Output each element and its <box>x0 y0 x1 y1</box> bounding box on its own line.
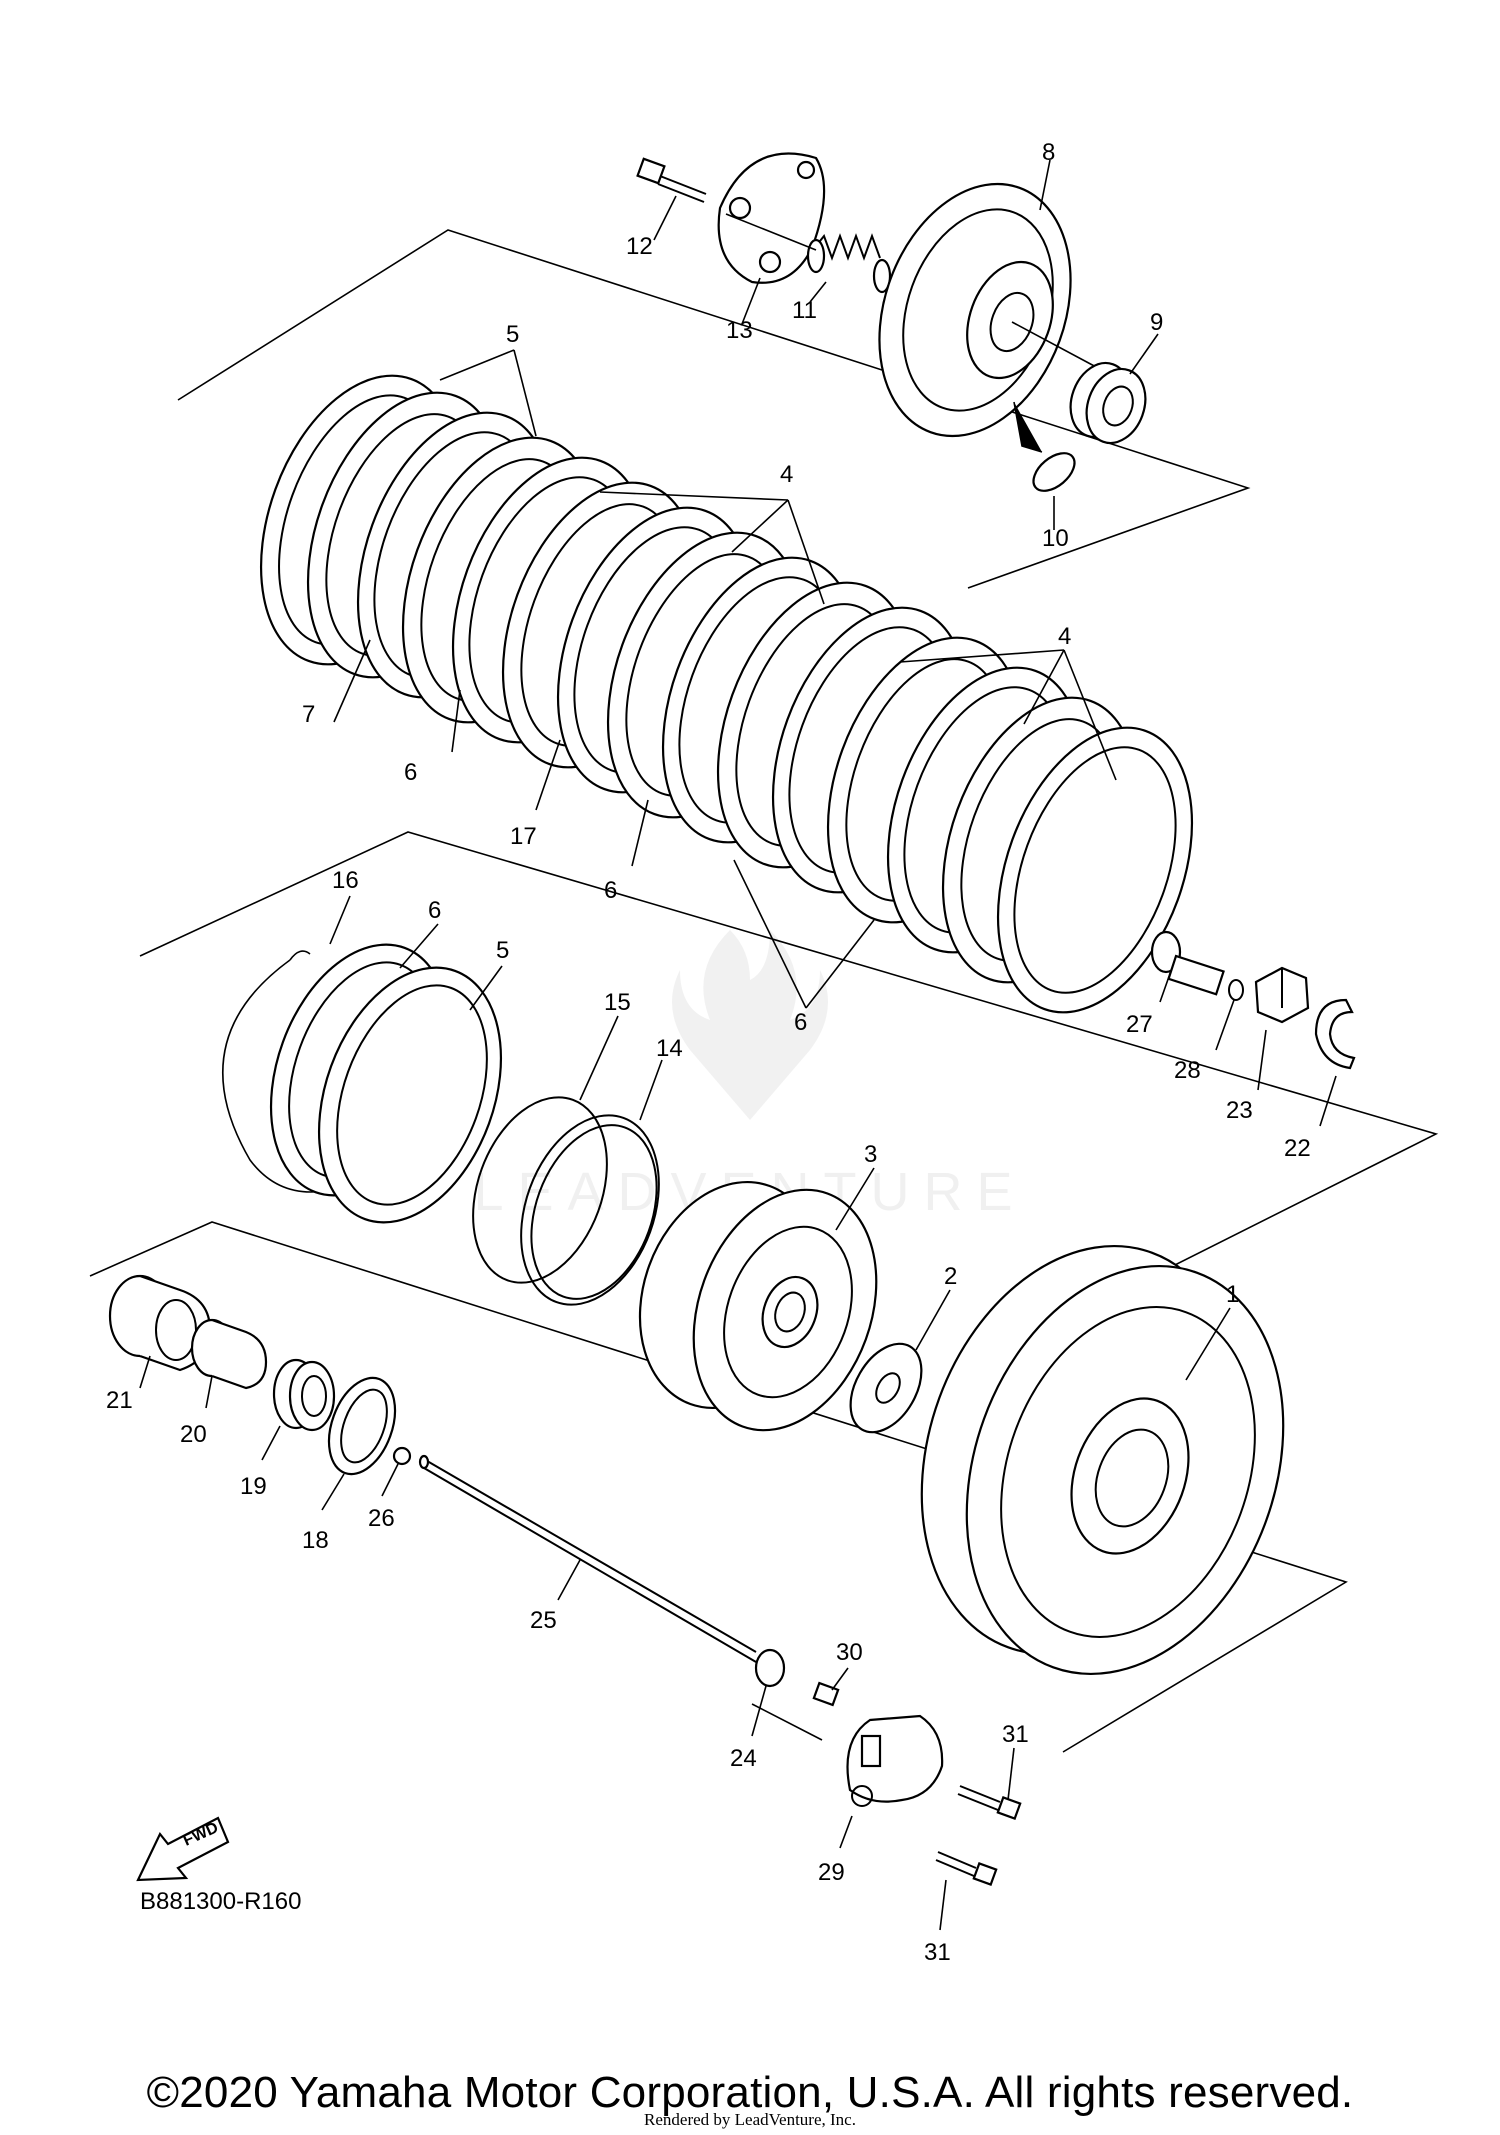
part-22-lock-washer <box>1314 998 1356 1070</box>
rendered-by-notice: Rendered by LeadVenture, Inc. <box>644 2110 856 2129</box>
callout-7: 7 <box>302 701 315 728</box>
callout-5-lower: 5 <box>496 937 509 964</box>
part-16-wire-ring <box>222 950 331 1193</box>
callout-4-lower: 4 <box>1058 623 1071 650</box>
part-12-bolt <box>636 157 707 203</box>
part-13-plate <box>717 152 826 284</box>
callout-25: 25 <box>530 1607 557 1634</box>
callout-31-upper: 31 <box>1002 1721 1029 1748</box>
callout-21: 21 <box>106 1387 133 1414</box>
callout-leaders <box>139 159 1337 1931</box>
callout-12: 12 <box>626 233 653 260</box>
callout-5-upper: 5 <box>506 321 519 348</box>
callout-19: 19 <box>240 1473 267 1500</box>
callout-6-b: 6 <box>604 877 617 904</box>
stack-leaders <box>333 349 1117 1009</box>
part-31-bolt-lower <box>935 1851 998 1887</box>
callout-17: 17 <box>510 823 537 850</box>
part-29-release-cylinder <box>751 1703 944 1807</box>
callout-26: 26 <box>368 1505 395 1532</box>
part-14-ring <box>520 1114 660 1306</box>
part-23-nut <box>1254 966 1310 1024</box>
callout-6-d: 6 <box>428 897 441 924</box>
callout-20: 20 <box>180 1421 207 1448</box>
copyright-notice: ©2020 Yamaha Motor Corporation, U.S.A. A… <box>146 2068 1354 2117</box>
callout-15: 15 <box>604 989 631 1016</box>
part-28-washer <box>1228 979 1244 1001</box>
plate-friction-g <box>996 726 1194 1014</box>
callout-13: 13 <box>726 317 753 344</box>
part-11-spring <box>725 213 892 294</box>
callout-labels: 1 2 3 4 4 5 5 6 6 6 6 7 8 9 10 11 12 13 … <box>106 139 1311 1966</box>
part-8-pressure-plate <box>878 182 1099 438</box>
part-1-clutch-housing <box>920 1245 1285 1675</box>
callout-24: 24 <box>730 1745 757 1772</box>
part-30-pin <box>812 1681 840 1707</box>
callout-11: 11 <box>792 297 817 324</box>
callout-31-lower: 31 <box>924 1939 951 1966</box>
callout-4-upper: 4 <box>780 461 793 488</box>
callout-28: 28 <box>1174 1057 1201 1084</box>
part-10-ring <box>1013 401 1076 492</box>
callout-30: 30 <box>836 1639 863 1666</box>
part-19-bearing <box>272 1358 336 1432</box>
part-27-bolt <box>1150 930 1225 996</box>
callout-2: 2 <box>944 1263 957 1290</box>
clutch-plate-stack <box>259 349 1194 1014</box>
part-5-friction-plate-lower <box>317 966 503 1224</box>
fwd-arrow: FWD <box>136 1816 230 1882</box>
callout-9: 9 <box>1150 309 1163 336</box>
part-26-ball <box>392 1446 412 1466</box>
part-9-bearing <box>1069 361 1147 445</box>
part-31-bolt-upper <box>957 1785 1022 1821</box>
part-24-seal <box>754 1648 786 1688</box>
part-25-push-rod <box>418 1454 757 1663</box>
part-18-washer <box>327 1376 397 1476</box>
callout-27: 27 <box>1126 1011 1153 1038</box>
callout-10: 10 <box>1042 525 1069 552</box>
part-2-washer <box>849 1342 923 1434</box>
part-20-bushing <box>190 1318 268 1390</box>
callout-29: 29 <box>818 1859 845 1886</box>
leadventure-watermark: LEADVENTURE <box>473 930 1013 1222</box>
callout-8: 8 <box>1042 139 1055 166</box>
callout-1: 1 <box>1226 1281 1239 1308</box>
callout-6-c: 6 <box>794 1009 807 1036</box>
callout-18: 18 <box>302 1527 329 1554</box>
callout-6-a: 6 <box>404 759 417 786</box>
callout-3: 3 <box>864 1141 877 1168</box>
part-15-ring <box>472 1096 608 1284</box>
callout-16: 16 <box>332 867 359 894</box>
callout-22: 22 <box>1284 1135 1311 1162</box>
part-3-clutch-boss <box>638 1180 878 1432</box>
callout-23: 23 <box>1226 1097 1253 1124</box>
diagram-code: B881300-R160 <box>140 1888 302 1915</box>
callout-14: 14 <box>656 1035 683 1062</box>
